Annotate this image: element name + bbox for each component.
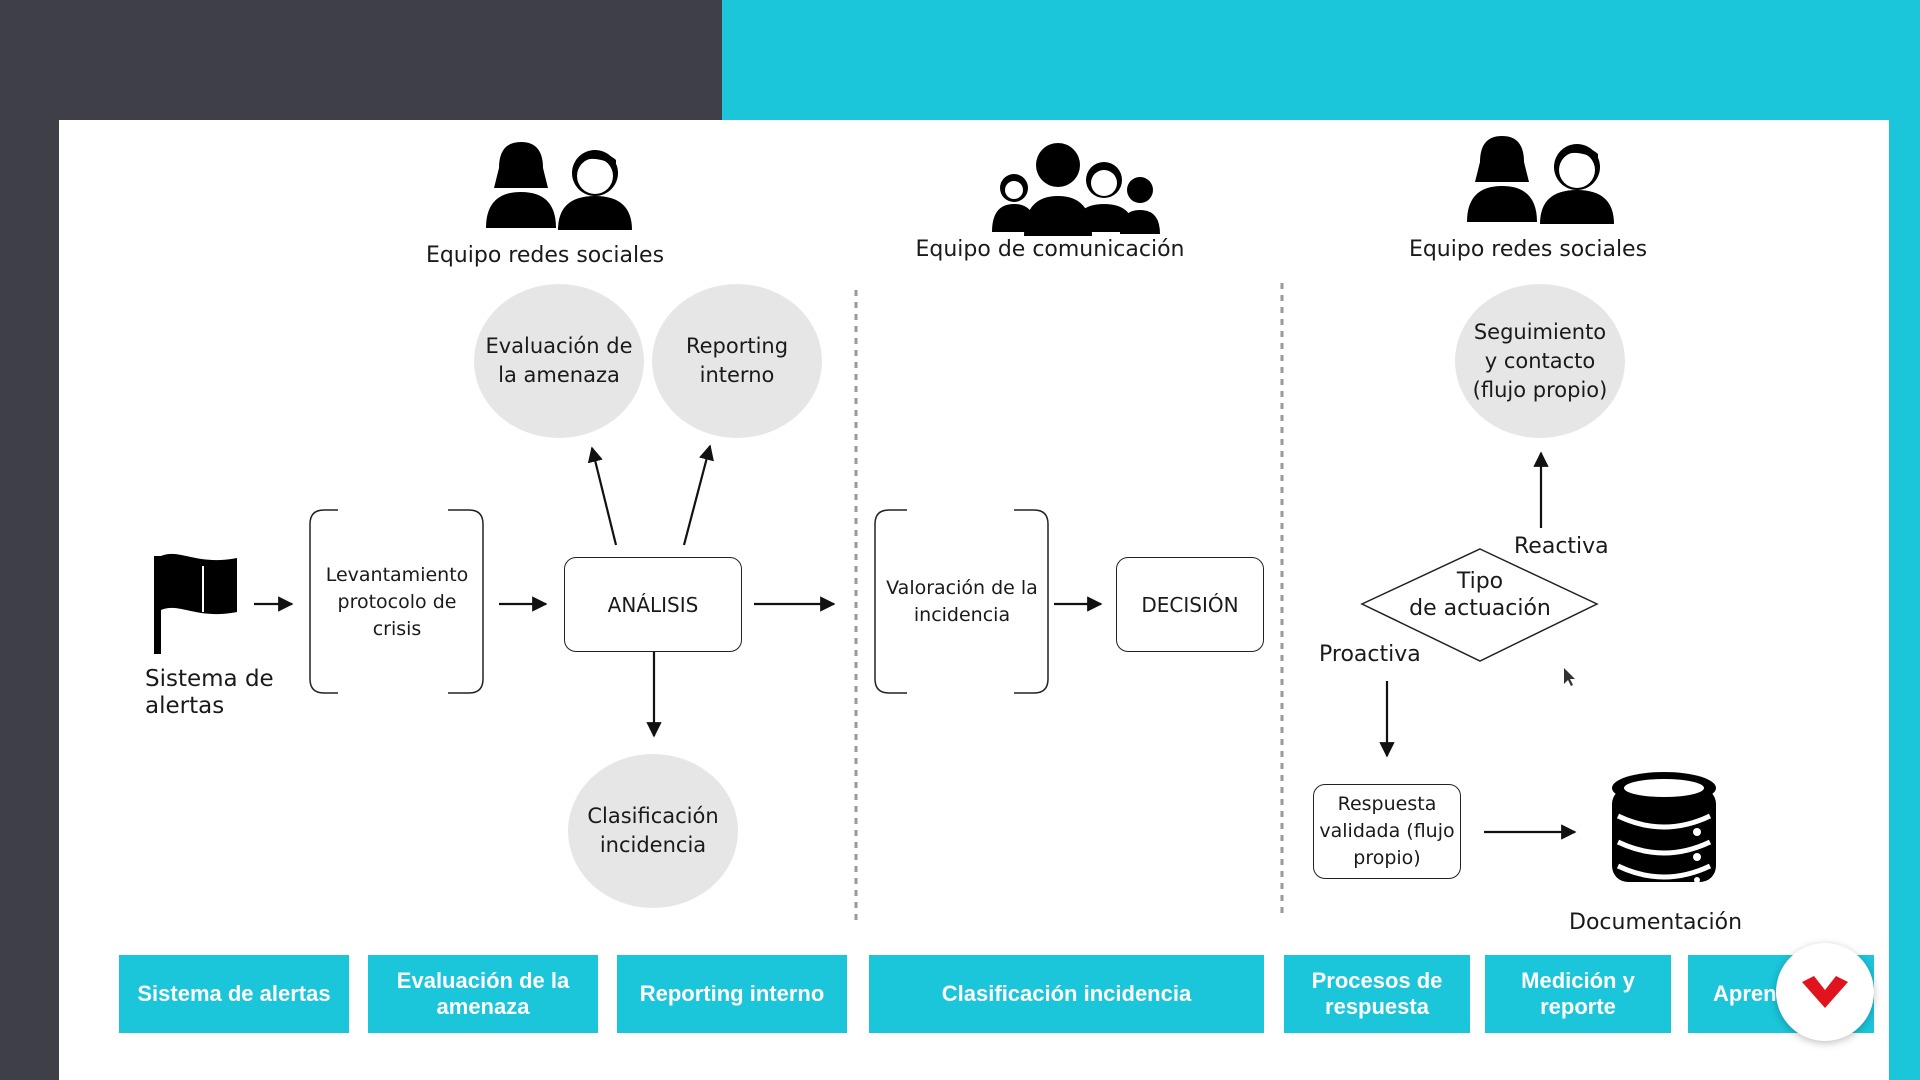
header-accent-band	[722, 0, 1920, 120]
brand-logo[interactable]	[1776, 943, 1874, 1041]
proactive-label: Proactiva	[1319, 642, 1421, 667]
right-accent-edge	[1889, 120, 1920, 1080]
arrow-analysis-to-reporting	[682, 444, 714, 546]
internal-reporting-node: Reporting interno	[652, 284, 822, 438]
team-label-social-right: Equipo redes sociales	[1408, 237, 1648, 262]
incident-valuation-node: Valoración de la incidencia	[886, 577, 1038, 626]
crisis-protocol-node: Levantamiento protocolo de crisis	[325, 563, 469, 640]
flag-icon	[154, 553, 237, 654]
mouse-cursor	[1564, 668, 1575, 686]
tab-threat-evaluation[interactable]: Evaluación de la amenaza	[368, 955, 598, 1033]
brand-logo-icon	[1802, 976, 1848, 1008]
tab-response-processes[interactable]: Procesos de respuesta	[1284, 955, 1470, 1033]
people-group-icon-center	[992, 143, 1160, 236]
documentation-label: Documentación	[1569, 910, 1743, 935]
team-label-communication: Equipo de comunicación	[915, 237, 1185, 262]
people-group-icon-right	[1467, 136, 1614, 224]
protocol-bracket	[309, 509, 484, 694]
tab-measurement-report[interactable]: Medición y reporte	[1485, 955, 1671, 1033]
decision-node: DECISIÓN	[1116, 557, 1264, 652]
tab-alert-system[interactable]: Sistema de alertas	[119, 955, 349, 1033]
alert-system-label: Sistema de alertas	[145, 666, 274, 719]
tab-incident-classification[interactable]: Clasificación incidencia	[869, 955, 1264, 1033]
team-label-social-left: Equipo redes sociales	[425, 243, 665, 268]
reactive-label: Reactiva	[1514, 534, 1609, 559]
validated-response-node: Respuesta validada (flujo propio)	[1313, 784, 1461, 879]
tab-internal-reporting[interactable]: Reporting interno	[617, 955, 847, 1033]
database-icon	[1612, 772, 1716, 883]
arrow-analysis-to-threat	[587, 446, 618, 546]
incident-classification-node: Clasificación incidencia	[568, 754, 738, 908]
action-type-label: Tipo de actuación	[1409, 569, 1551, 621]
threat-evaluation-node: Evaluación de la amenaza	[474, 284, 644, 438]
analysis-node: ANÁLISIS	[564, 557, 742, 652]
action-type-diamond	[1360, 548, 1599, 662]
people-group-icon-left	[486, 142, 632, 230]
followup-node: Seguimiento y contacto (flujo propio)	[1455, 284, 1625, 438]
valuation-bracket	[874, 509, 1049, 694]
